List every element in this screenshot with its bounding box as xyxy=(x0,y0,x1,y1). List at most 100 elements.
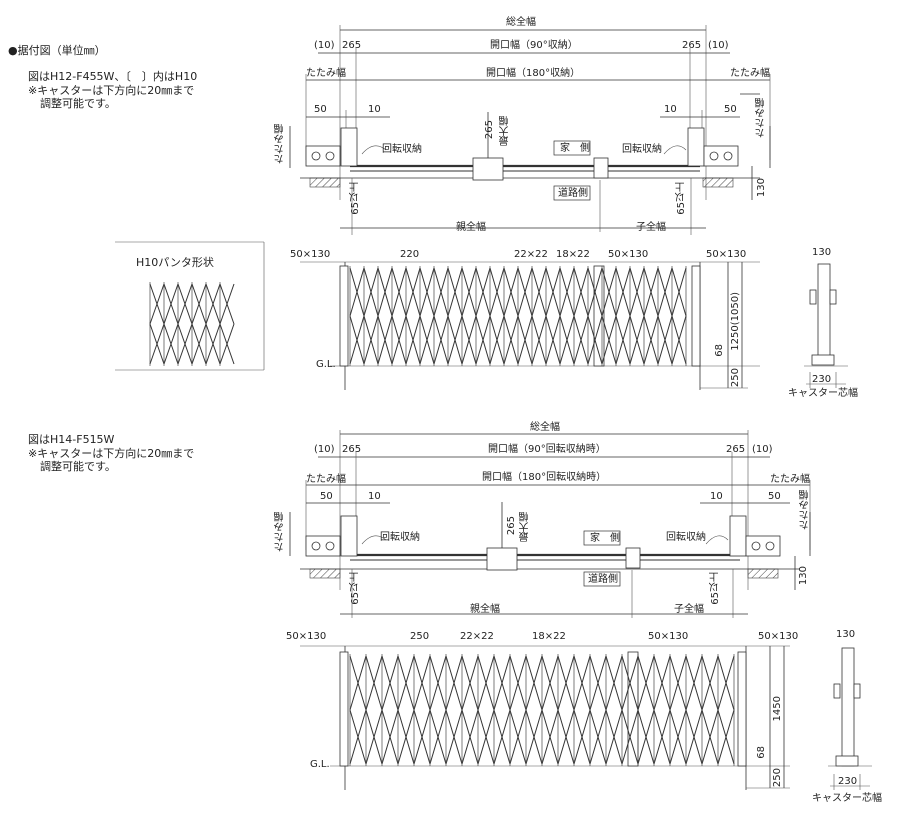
gate2-lattice-bar xyxy=(541,709,559,765)
gate2-lattice-bar xyxy=(461,709,479,765)
e2-68: 68 xyxy=(756,746,767,759)
e2-22x22: 22×22 xyxy=(460,631,494,642)
gate2-lattice-bar xyxy=(541,655,559,711)
gate2-lattice-bar xyxy=(365,709,383,765)
gate1-lattice-bar xyxy=(433,267,449,317)
p2-10-left: 10 xyxy=(368,491,381,502)
p2-total-width: 総全幅 xyxy=(530,422,560,433)
inset-title: H10パンタ形状 xyxy=(136,256,214,269)
e1-22x22: 22×22 xyxy=(514,249,548,260)
p2-left-265: 265 xyxy=(342,444,362,455)
gate1-lattice-bar xyxy=(503,267,519,317)
gate2-lattice-bar xyxy=(573,709,591,765)
gate2-lattice-bar xyxy=(477,655,495,711)
gate1-lattice-bar xyxy=(643,315,659,365)
e1-50x130-l: 50×130 xyxy=(290,249,331,260)
gate1-lattice-bar xyxy=(601,315,617,365)
e1-50x130-r: 50×130 xyxy=(706,249,747,260)
p1-fold-v-r: たたみ幅 xyxy=(756,98,767,138)
gate2-lattice-bar xyxy=(637,709,655,765)
inset-lattice-bar xyxy=(205,323,221,365)
e1-height: 1250(1050) xyxy=(730,292,741,351)
gate1-lattice-bar xyxy=(587,315,603,365)
gate2-lattice-bar xyxy=(381,709,399,765)
p1-fold-v-l: たたみ幅 xyxy=(275,124,286,164)
p2-50-right: 50 xyxy=(768,491,781,502)
e1-caster-width: キャスター芯幅 xyxy=(788,388,858,399)
gate2-lattice-bar xyxy=(717,655,735,711)
gate1-lattice-bar xyxy=(447,315,463,365)
p1-right-265: 265 xyxy=(682,40,702,51)
inset-lattice-bar xyxy=(191,283,207,325)
inset-lattice-bar xyxy=(205,283,221,325)
gate1-lattice-bar xyxy=(363,315,379,365)
p2-right-265: 265 xyxy=(726,444,746,455)
p1-50-right: 50 xyxy=(724,104,737,115)
gate2-lattice-bar xyxy=(525,709,543,765)
p1-fold-width-r: たたみ幅 xyxy=(730,68,770,79)
p2-fold-width-r: たたみ幅 xyxy=(770,474,810,485)
gate1-lattice-bar xyxy=(475,315,491,365)
gate1-lattice-bar xyxy=(517,315,533,365)
gate1-lattice-bar xyxy=(489,267,505,317)
gate1-lattice-bar xyxy=(643,267,659,317)
gate2-lattice-bar xyxy=(413,709,431,765)
gate1-lattice-bar xyxy=(419,315,435,365)
model-note-1: 図はH12-F455W、〔 〕内はH10 xyxy=(28,70,198,83)
p1-10-left: 10 xyxy=(368,104,381,115)
p2-parent-width: 親全幅 xyxy=(470,604,500,615)
e2-18x22: 18×22 xyxy=(532,631,566,642)
gate1-lattice-bar xyxy=(615,267,631,317)
gate2-lattice-bar xyxy=(621,655,639,711)
gate2-lattice-bar xyxy=(461,655,479,711)
gate1-lattice-bar xyxy=(433,315,449,365)
gate2-lattice-bar xyxy=(717,709,735,765)
p2-fold-v-r: たたみ幅 xyxy=(800,490,811,530)
e1-side-230: 230 xyxy=(812,374,832,385)
gate2-lattice-bar xyxy=(685,655,703,711)
gate1-lattice-bar xyxy=(615,315,631,365)
e1-250: 250 xyxy=(730,368,741,388)
gate2-lattice-bar xyxy=(445,709,463,765)
p2-left-10: (10) xyxy=(314,444,335,455)
p1-10-right: 10 xyxy=(664,104,677,115)
gate1-lattice-bar xyxy=(391,267,407,317)
p2-10-right: 10 xyxy=(710,491,723,502)
gate2-lattice-bar xyxy=(477,709,495,765)
inset-lattice-bar xyxy=(163,283,179,325)
e2-250: 250 xyxy=(410,631,430,642)
e2-side-230: 230 xyxy=(838,776,858,787)
gate1-lattice-bar xyxy=(475,267,491,317)
panta-shape-inset xyxy=(115,241,265,371)
e2-50x130-r: 50×130 xyxy=(758,631,799,642)
gate1-lattice-bar xyxy=(405,315,421,365)
gate2-lattice-bar xyxy=(685,709,703,765)
inset-lattice-bar xyxy=(177,323,193,365)
gate1-lattice-bar xyxy=(419,267,435,317)
p2-road-side: 道路側 xyxy=(588,574,618,585)
gate2-lattice-bar xyxy=(605,655,623,711)
caster-note-2a: ※キャスターは下方向に20㎜まで xyxy=(28,447,195,460)
p1-opening-90: 開口幅（90°収納） xyxy=(490,40,578,51)
e2-ground-line: G.L. xyxy=(310,759,330,770)
p2-fold-width-l: たたみ幅 xyxy=(306,474,346,485)
gate2-lattice-bar xyxy=(493,655,511,711)
gate1-lattice-bar xyxy=(363,267,379,317)
gate2-lattice-bar xyxy=(669,655,687,711)
p2-house-side: 家 側 xyxy=(590,533,620,544)
gate1-lattice-bar xyxy=(461,267,477,317)
gate2-lattice-bar xyxy=(397,655,415,711)
p1-265: 265 xyxy=(484,120,495,140)
p1-parent-width: 親全幅 xyxy=(456,222,486,233)
gate2-lattice-bar xyxy=(637,655,655,711)
gate2-lattice-bar xyxy=(525,655,543,711)
gate1-lattice-bar xyxy=(629,315,645,365)
gate2-lattice-bar xyxy=(445,655,463,711)
plan-view-1 xyxy=(289,25,771,235)
p2-child-width: 子全幅 xyxy=(674,604,704,615)
inset-lattice-bar xyxy=(191,323,207,365)
inset-lattice-bar xyxy=(149,283,165,325)
caster-note-2b: 調整可能です。 xyxy=(40,460,116,473)
p2-min65-r: 65以上 xyxy=(710,572,721,605)
